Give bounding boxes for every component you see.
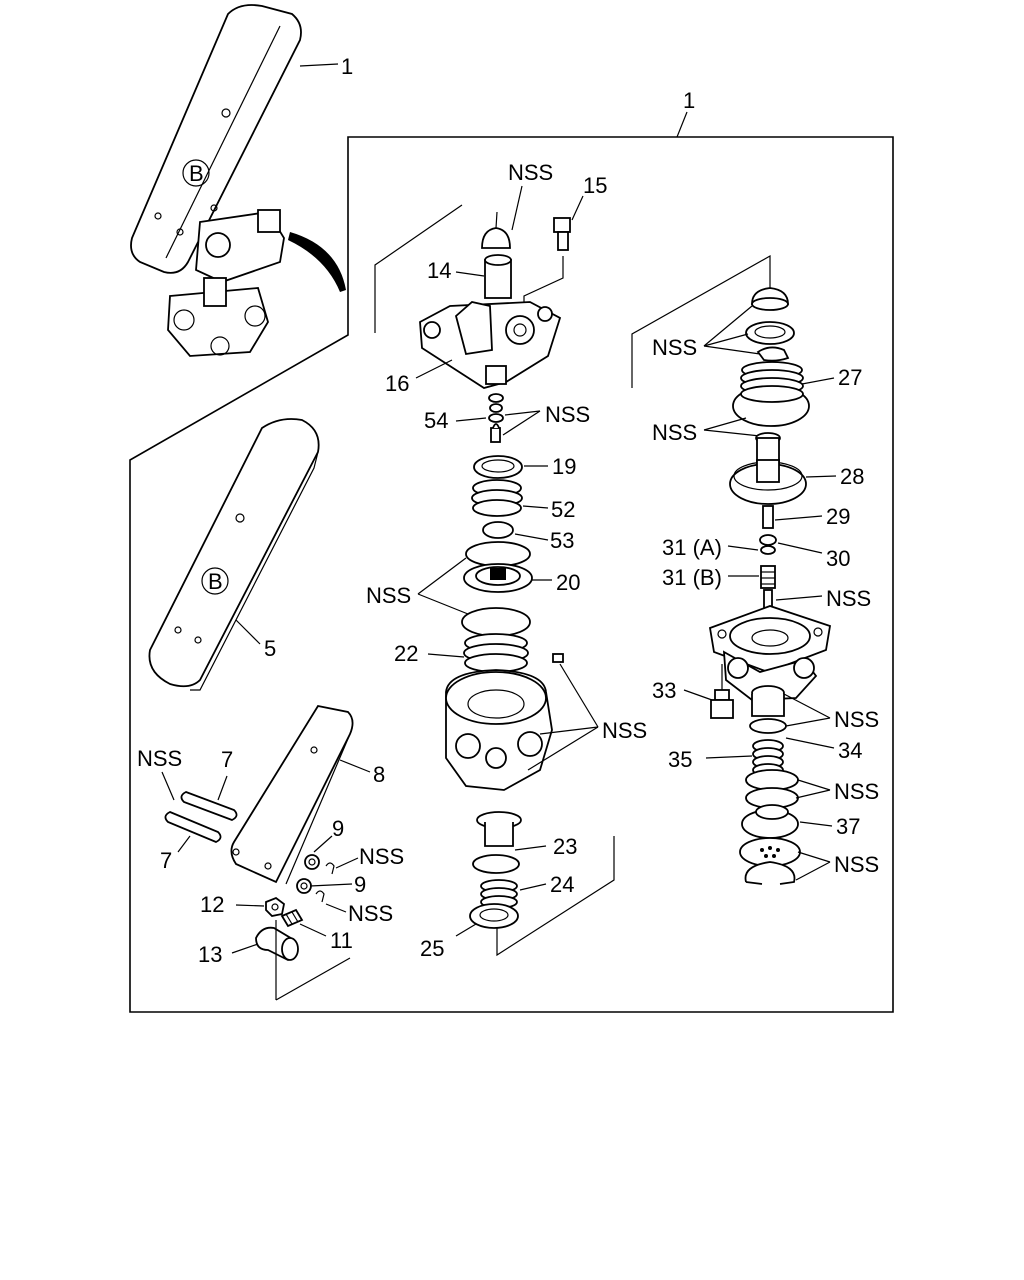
- label-nss-9-bottom: NSS: [348, 901, 393, 926]
- nut-part-12: [265, 896, 285, 917]
- valve-body-part: [445, 653, 564, 791]
- label-9-bottom: 9: [354, 872, 366, 897]
- washer-part-9-bottom: [296, 878, 312, 894]
- label-52: 52: [551, 497, 575, 522]
- label-16: 16: [385, 371, 409, 396]
- label-nss-7: NSS: [137, 746, 182, 771]
- label-9-top: 9: [332, 816, 344, 841]
- label-nss-cap: NSS: [508, 160, 553, 185]
- piston-part-28: [729, 432, 807, 505]
- pin-part-7-bottom: [164, 811, 222, 843]
- label-nss-37: NSS: [834, 852, 879, 877]
- label-nss-body: NSS: [602, 718, 647, 743]
- label-27: 27: [838, 365, 862, 390]
- label-nss-27-top: NSS: [652, 335, 697, 360]
- label-23: 23: [553, 834, 577, 859]
- label-22: 22: [394, 641, 418, 666]
- label-14: 14: [427, 258, 451, 283]
- label-8: 8: [373, 762, 385, 787]
- assembled-pedal-view: B: [130, 4, 346, 357]
- valve-part-37: [741, 804, 799, 839]
- label-nss-35: NSS: [834, 779, 879, 804]
- piston-part-20: [463, 563, 533, 593]
- seal-part: [461, 607, 531, 637]
- bracket-part-8: [230, 704, 354, 885]
- label-19: 19: [552, 454, 576, 479]
- label-nss-20: NSS: [366, 583, 411, 608]
- bolt-part-15: [553, 217, 571, 251]
- label-nss-54: NSS: [545, 402, 590, 427]
- seal-rings-nss: [745, 769, 799, 809]
- pedal-part-5: B: [148, 418, 320, 691]
- ring-part-nss: [745, 321, 795, 345]
- label-53: 53: [550, 528, 574, 553]
- exhaust-cover-nss: [739, 837, 801, 885]
- label-1-pedal: 1: [341, 54, 353, 79]
- label-13: 13: [198, 942, 222, 967]
- label-33: 33: [652, 678, 676, 703]
- spring-part-54: [488, 393, 504, 443]
- spring-part-24: [480, 879, 518, 909]
- seat-part-25: [469, 903, 519, 929]
- label-nss-9-top: NSS: [359, 844, 404, 869]
- bolt-part-11: [280, 908, 304, 928]
- pedal-mark-top: B: [189, 161, 204, 186]
- label-34: 34: [838, 738, 862, 763]
- bolt-part-33: [710, 664, 734, 719]
- label-7-top: 7: [221, 747, 233, 772]
- bushing-part-23: [476, 811, 522, 847]
- boot-part-nss: [751, 287, 789, 311]
- label-nss-34: NSS: [834, 707, 879, 732]
- oring-part-30: [759, 534, 777, 546]
- pin-part-29: [762, 505, 774, 529]
- label-12: 12: [200, 892, 224, 917]
- clip-part-nss: [756, 346, 790, 362]
- label-nss-31: NSS: [826, 586, 871, 611]
- label-30: 30: [826, 546, 850, 571]
- oring-part: [472, 854, 520, 874]
- lower-cover-part: [708, 589, 832, 701]
- label-31b: 31 (B): [662, 565, 722, 590]
- spring-part-52: [471, 479, 523, 517]
- assembly-frame: [129, 136, 894, 1013]
- label-5: 5: [264, 636, 276, 661]
- stopper-part-13: [255, 926, 299, 962]
- cylinder-part-14: [484, 254, 512, 299]
- bellows-part-27: [732, 361, 810, 427]
- cover-part-16: [419, 301, 562, 389]
- spring-part-31a: [760, 545, 776, 555]
- label-24: 24: [550, 872, 574, 897]
- bushing-part-34: [749, 685, 787, 734]
- pedal-mark-mid: B: [208, 569, 223, 594]
- label-35: 35: [668, 747, 692, 772]
- label-25: 25: [420, 936, 444, 961]
- label-20: 20: [556, 570, 580, 595]
- nss-cap-part: [481, 211, 511, 249]
- label-29: 29: [826, 504, 850, 529]
- ring-part-19: [473, 455, 523, 479]
- spring-part-22: [463, 633, 529, 673]
- label-11: 11: [330, 928, 353, 953]
- spring-part-31b: [760, 565, 776, 589]
- label-7-bottom: 7: [160, 848, 172, 873]
- label-15: 15: [583, 173, 607, 198]
- label-28: 28: [840, 464, 864, 489]
- label-31a: 31 (A): [662, 535, 722, 560]
- label-1-frame: 1: [683, 88, 695, 113]
- washer-part-9-top: [304, 854, 320, 870]
- label-37: 37: [836, 814, 860, 839]
- washer-part-53: [482, 521, 514, 539]
- label-54: 54: [424, 408, 448, 433]
- diaphragm-part: [465, 541, 531, 567]
- pin-part-7-top: [180, 791, 238, 821]
- label-nss-27-bottom: NSS: [652, 420, 697, 445]
